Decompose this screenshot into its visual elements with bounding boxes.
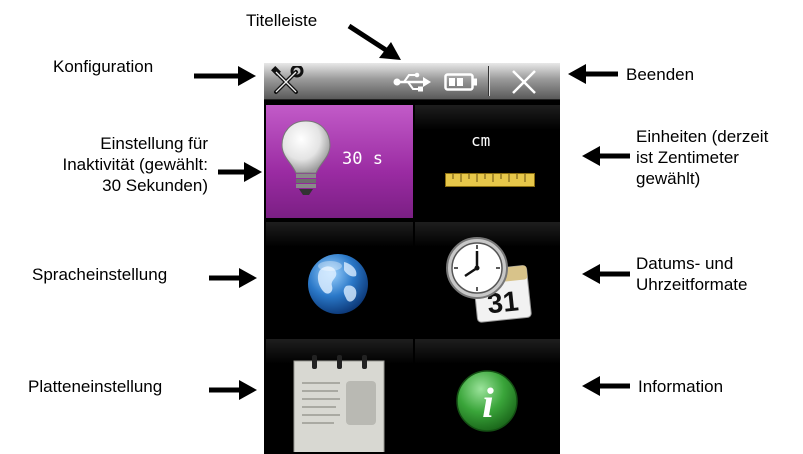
usb-icon	[393, 72, 431, 92]
callout-units: Einheiten (derzeit ist Zentimeter gewähl…	[636, 126, 796, 189]
tile-inactivity[interactable]: 30 s	[266, 105, 413, 218]
arrow-information	[582, 376, 630, 396]
arrow-inactivity	[218, 162, 262, 182]
callout-datetime: Datums- und Uhrzeitformate	[636, 253, 796, 295]
callout-datetime-line-2: Uhrzeitformate	[636, 275, 748, 294]
globe-icon	[308, 254, 368, 314]
tile-units[interactable]: cm	[415, 105, 560, 218]
callout-units-line-2: ist Zentimeter	[636, 148, 739, 167]
tile-datetime[interactable]: 31	[415, 222, 560, 335]
titlebar	[264, 63, 560, 100]
info-glyph: i	[482, 381, 494, 427]
callout-datetime-line-1: Datums- und	[636, 254, 734, 273]
units-value: cm	[471, 131, 491, 150]
arrow-datetime	[582, 264, 630, 284]
battery-icon	[444, 73, 477, 91]
tile-plate[interactable]	[266, 339, 413, 452]
arrow-units	[582, 146, 630, 166]
clock-calendar-icon: 31	[446, 237, 532, 323]
callout-titlebar: Titelleiste	[246, 11, 318, 30]
arrow-plate	[209, 380, 257, 400]
arrow-exit	[568, 64, 618, 84]
callout-inactivity-line-1: Einstellung für	[100, 134, 208, 153]
callout-units-line-1: Einheiten (derzeit	[636, 127, 769, 146]
callout-configuration: Konfiguration	[53, 57, 154, 76]
callout-inactivity-line-3: 30 Sekunden)	[102, 176, 208, 195]
callout-language: Spracheinstellung	[32, 265, 168, 284]
notepad-icon	[293, 355, 385, 452]
arrow-configuration	[194, 66, 256, 86]
arrow-titlebar	[347, 23, 401, 60]
arrow-language	[209, 268, 257, 288]
device-screen: 30 s cm	[264, 63, 560, 454]
inactivity-value: 30 s	[342, 149, 383, 169]
lightbulb-icon	[281, 120, 331, 195]
callout-units-line-3: gewählt)	[636, 169, 701, 188]
callout-information: Information	[638, 377, 724, 396]
callout-inactivity: Einstellung für Inaktivität (gewählt: 30…	[10, 133, 208, 196]
titlebar-divider	[488, 66, 489, 96]
info-icon: i	[456, 370, 518, 432]
callout-inactivity-line-2: Inaktivität (gewählt:	[62, 155, 208, 174]
tools-icon[interactable]	[270, 66, 304, 96]
callout-plate: Platteneinstellung	[28, 377, 163, 396]
tile-information[interactable]: i	[415, 339, 560, 452]
callout-exit: Beenden	[626, 65, 695, 84]
close-icon[interactable]	[509, 68, 539, 96]
ruler-icon	[445, 173, 535, 187]
tile-language[interactable]	[266, 222, 413, 335]
